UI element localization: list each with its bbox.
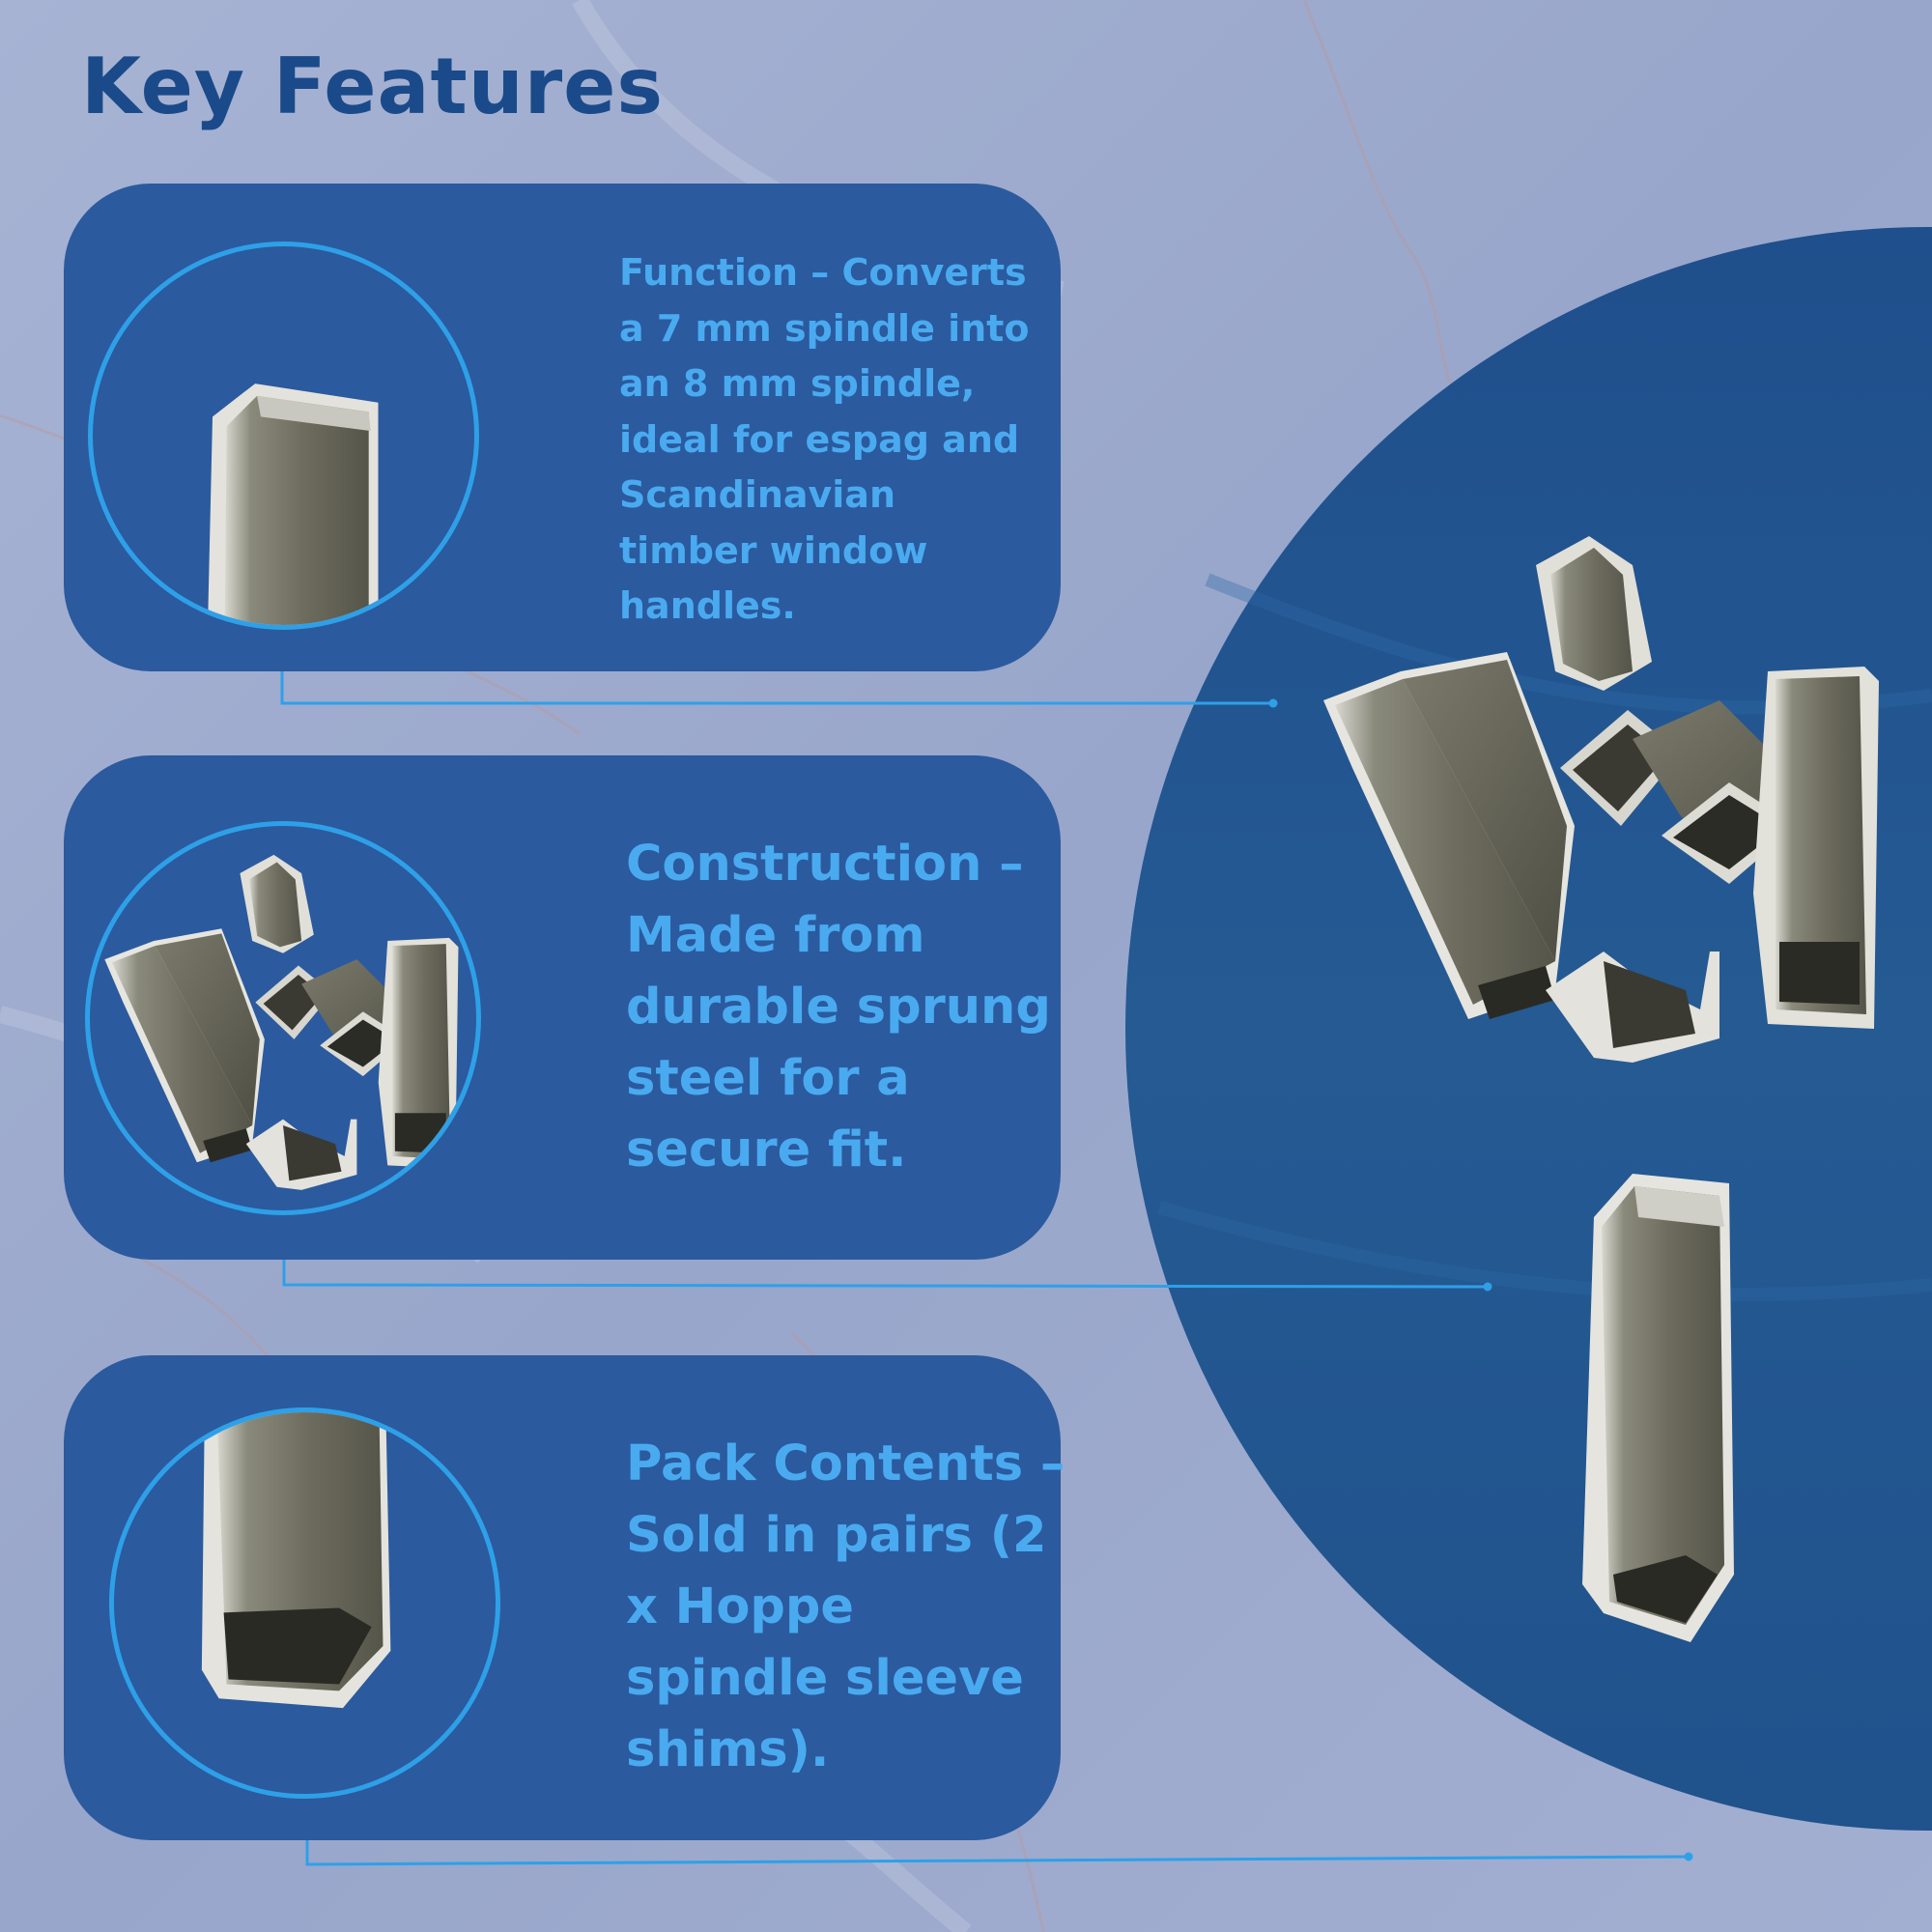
feature-image-circle (109, 1407, 500, 1799)
shim-pile-photo (1323, 536, 1879, 1063)
page-title: Key Features (81, 42, 665, 131)
single-shim-end-photo (201, 1412, 391, 1709)
feature-card-function: Function – Converts a 7 mm spindle into … (64, 184, 1061, 671)
feature-card-construction: Construction – Made from durable sprung … (64, 755, 1061, 1260)
feature-text-pack-contents: Pack Contents – Sold in pairs (2 x Hoppe… (626, 1435, 1065, 1778)
feature-text-construction: Construction – Made from durable sprung … (626, 836, 1051, 1179)
feature-card-pack-contents: Pack Contents – Sold in pairs (2 x Hoppe… (64, 1355, 1065, 1840)
shim-pile-photo-small (104, 854, 459, 1190)
feature-image-circle (85, 821, 481, 1215)
feature-text-function: Function – Converts a 7 mm spindle into … (619, 251, 1030, 627)
single-shim-photo-large (1582, 1174, 1734, 1642)
feature-image-circle (88, 242, 479, 630)
single-shim-photo (208, 384, 379, 625)
